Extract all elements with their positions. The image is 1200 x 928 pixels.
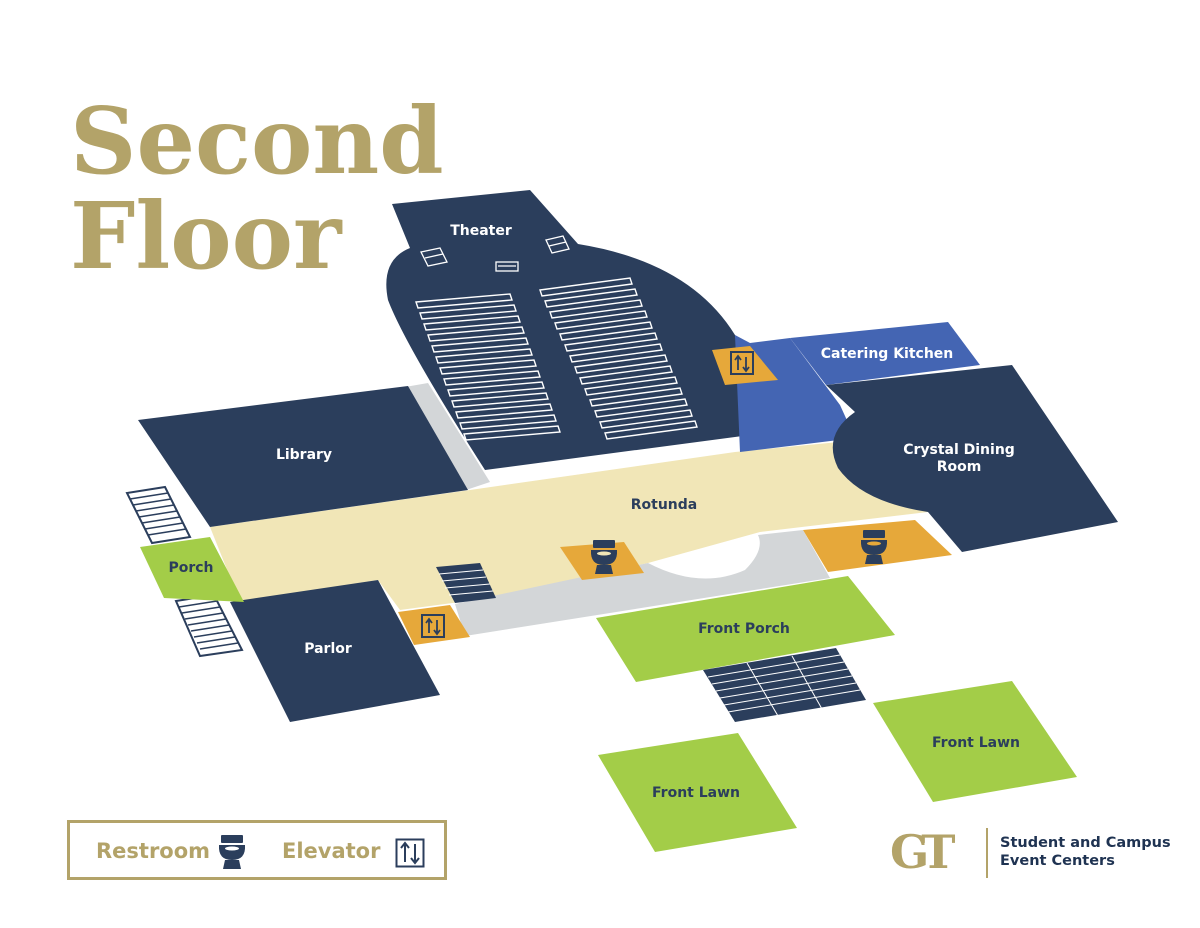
stairs-icon bbox=[125, 485, 192, 545]
legend-elevator-label: Elevator bbox=[282, 839, 381, 863]
room-parlor[interactable] bbox=[230, 580, 440, 722]
stairs-icon bbox=[436, 563, 496, 603]
elevator-icon bbox=[421, 614, 445, 638]
legend-restroom-label: Restroom bbox=[96, 839, 211, 863]
label-front-lawn-left: Front Lawn bbox=[652, 785, 740, 801]
brand-lockup: GT Student and Campus Event Centers bbox=[890, 824, 1180, 884]
room-catering-kitchen[interactable] bbox=[790, 322, 980, 385]
room-porch[interactable] bbox=[140, 537, 244, 602]
room-library[interactable] bbox=[138, 386, 468, 527]
room-front-porch[interactable] bbox=[596, 576, 895, 682]
label-crystal-dining-room-line1: Crystal Dining bbox=[903, 442, 1015, 458]
label-parlor: Parlor bbox=[304, 641, 352, 657]
stairs-icon bbox=[703, 648, 866, 722]
brand-line1: Student and Campus bbox=[1000, 835, 1171, 851]
page-title-line1: Second bbox=[70, 87, 444, 195]
label-front-porch: Front Porch bbox=[698, 621, 790, 637]
label-rotunda: Rotunda bbox=[631, 497, 698, 513]
restroom-icon bbox=[860, 530, 888, 564]
map-legend: Restroom Elevator bbox=[67, 820, 447, 880]
stairs-icon bbox=[174, 593, 244, 658]
label-front-lawn-right: Front Lawn bbox=[932, 735, 1020, 751]
restroom-icon bbox=[218, 835, 246, 869]
label-catering-kitchen: Catering Kitchen bbox=[821, 346, 954, 362]
elevator-area[interactable] bbox=[398, 605, 470, 645]
restroom-icon bbox=[590, 540, 618, 574]
elevator-icon bbox=[730, 351, 754, 375]
gt-logo: GT bbox=[890, 825, 955, 879]
brand-divider bbox=[986, 828, 988, 878]
label-porch: Porch bbox=[168, 560, 213, 576]
room-front-lawn-right[interactable] bbox=[873, 681, 1077, 802]
label-library: Library bbox=[276, 447, 332, 463]
label-theater: Theater bbox=[450, 223, 512, 239]
hallway bbox=[405, 383, 490, 490]
page-title-line2: Floor bbox=[70, 182, 342, 290]
label-crystal-dining-room-line2: Room bbox=[937, 459, 982, 475]
elevator-icon bbox=[395, 838, 425, 868]
elevator-area[interactable] bbox=[712, 346, 778, 385]
room-theater[interactable] bbox=[386, 190, 750, 470]
brand-line2: Event Centers bbox=[1000, 853, 1115, 869]
room-front-lawn-left[interactable] bbox=[598, 733, 797, 852]
rotunda-area[interactable] bbox=[210, 440, 928, 610]
hallway bbox=[455, 530, 830, 636]
room-crystal-dining-room[interactable] bbox=[826, 365, 1118, 552]
